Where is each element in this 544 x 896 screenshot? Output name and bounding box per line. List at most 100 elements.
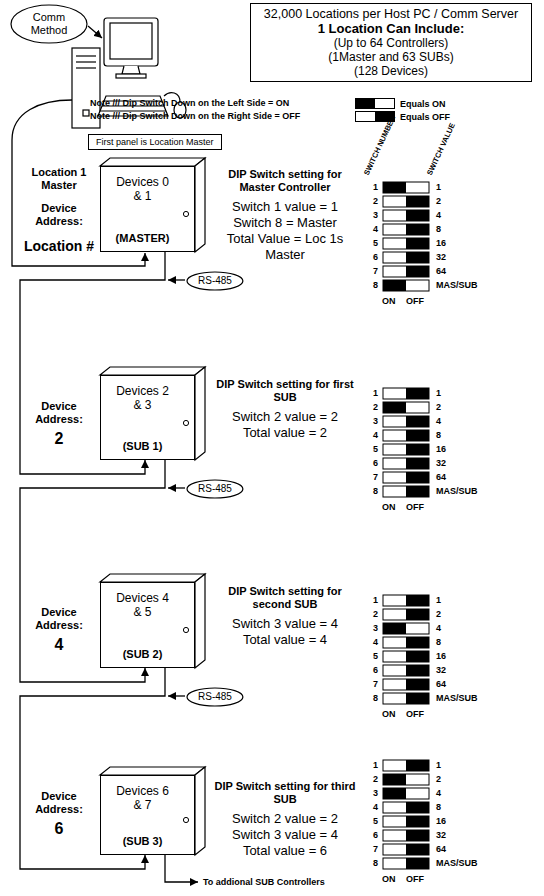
text-label: 6 — [21, 819, 97, 838]
switch-lever — [406, 224, 429, 235]
on-off-label: ON — [382, 502, 396, 513]
switch-slot — [383, 444, 429, 455]
label-group: DIP Switch setting for third SUB Switch 2… — [212, 780, 358, 859]
switch-slot — [383, 595, 429, 606]
node-text: (SUB 3) — [123, 835, 163, 848]
text-label: Total value = 4 — [212, 632, 358, 648]
continuation-wire — [165, 855, 198, 882]
on-off-label: OFF — [406, 874, 424, 885]
switch-value: 1 — [436, 388, 441, 399]
panel-top — [100, 767, 205, 775]
label-group: DIP Switch setting for first SUBSwitch 2… — [212, 378, 358, 441]
panel-side — [195, 158, 205, 252]
switch-slot — [383, 623, 429, 634]
column-heading: SWITCH NUMBER — [362, 114, 398, 177]
switch-value: 64 — [436, 679, 446, 690]
bus-oval: RS-485 — [186, 687, 244, 707]
switch-lever — [383, 402, 406, 413]
oval-outline — [187, 688, 243, 706]
text-label: Total value = 2 — [212, 425, 358, 441]
switch-number: 6 — [360, 665, 378, 676]
node-text: (Up to 64 Controllers) — [257, 36, 525, 50]
lock-symbol — [183, 817, 188, 822]
switch-slot — [383, 430, 429, 441]
info-box: 32,000 Locations per Host PC / Comm Serv… — [250, 3, 532, 82]
controller-panel: Devices 6 & 7(SUB 3) — [100, 775, 195, 855]
text-label: Switch 2 value = 2 — [212, 811, 358, 827]
controller-panel: Devices 2 & 3 (SUB 1) — [100, 375, 195, 460]
switch-value: 16 — [436, 238, 446, 249]
switch-value: 2 — [436, 196, 441, 207]
on-off-label: ON — [382, 874, 396, 885]
switch-number: 4 — [360, 430, 378, 441]
setting-heading: DIP Switch setting for third SUB — [212, 780, 358, 806]
monitor-screen — [110, 23, 152, 59]
pointer-arrow — [168, 487, 185, 488]
on-off-label: OFF — [406, 709, 424, 720]
switch-value: 4 — [436, 788, 441, 799]
node-text: (SUB 1) — [123, 440, 163, 453]
label-group: DIP Switch setting for second SUBSwitch … — [212, 585, 358, 648]
switch-number: 2 — [360, 196, 378, 207]
on-off-label: ON — [382, 296, 396, 307]
switch-value: 32 — [436, 665, 446, 676]
switch-slot — [383, 788, 429, 799]
switch-number: 3 — [360, 210, 378, 221]
switch-slot — [383, 472, 429, 483]
node-text: Devices 2 & 3 — [113, 384, 173, 412]
switch-number: 3 — [360, 416, 378, 427]
switch-slot — [383, 388, 429, 399]
panel-side — [195, 574, 205, 668]
switch-value: 64 — [436, 844, 446, 855]
switch-value: MAS/SUB — [436, 693, 478, 704]
monitor-stand — [122, 66, 140, 74]
node-text: RS-485 — [198, 483, 232, 495]
switch-lever — [406, 665, 429, 676]
note-box: First panel is Location Master — [88, 134, 222, 150]
switch-slot — [383, 458, 429, 469]
legend-item: Equals ON — [355, 97, 450, 110]
switch-number: 8 — [360, 693, 378, 704]
legend: Equals ONEquals OFF — [355, 97, 450, 123]
switch-lever — [406, 388, 429, 399]
lock-symbol — [182, 210, 190, 218]
panel-side — [195, 367, 205, 460]
node-text: Comm Method — [23, 11, 75, 37]
monitor-base — [116, 74, 146, 78]
switch-value: 8 — [436, 224, 441, 235]
switch-slot — [383, 679, 429, 690]
switch-number: 8 — [360, 280, 378, 291]
switch-number: 5 — [360, 444, 378, 455]
switch-number: 8 — [360, 486, 378, 497]
label-group: Device Address:4 — [21, 606, 97, 654]
legend-text: Equals OFF — [400, 111, 450, 123]
switch-slot — [383, 210, 429, 221]
on-off-label: OFF — [406, 296, 424, 307]
switch-slot — [383, 665, 429, 676]
switch-lever — [406, 637, 429, 648]
switch-slot — [383, 858, 429, 869]
text-label: Device Address: — [21, 400, 97, 426]
bus-wire — [20, 460, 165, 682]
switch-number: 4 — [360, 802, 378, 813]
switch-slot — [383, 830, 429, 841]
switch-value: 4 — [436, 210, 441, 221]
node-text: 32,000 Locations per Host PC / Comm Serv… — [257, 7, 525, 21]
text-label: Device Address: — [21, 790, 97, 816]
setting-heading: DIP Switch setting for second SUB — [212, 585, 358, 611]
switch-number: 2 — [360, 402, 378, 413]
switch-value: 64 — [436, 266, 446, 277]
controller-panel: Devices 4 & 5(SUB 2) — [100, 582, 195, 668]
switch-value: 4 — [436, 416, 441, 427]
switch-number: 2 — [360, 609, 378, 620]
switch-number: 6 — [360, 252, 378, 263]
panel-top — [100, 367, 205, 375]
switch-slot — [383, 224, 429, 235]
switch-lever — [406, 472, 429, 483]
lock-symbol — [182, 816, 190, 824]
node-text: (1Master and 63 SUBs) — [257, 50, 525, 64]
switch-slot — [383, 693, 429, 704]
node-text: (SUB 2) — [123, 648, 163, 661]
switch-lever — [406, 760, 429, 771]
